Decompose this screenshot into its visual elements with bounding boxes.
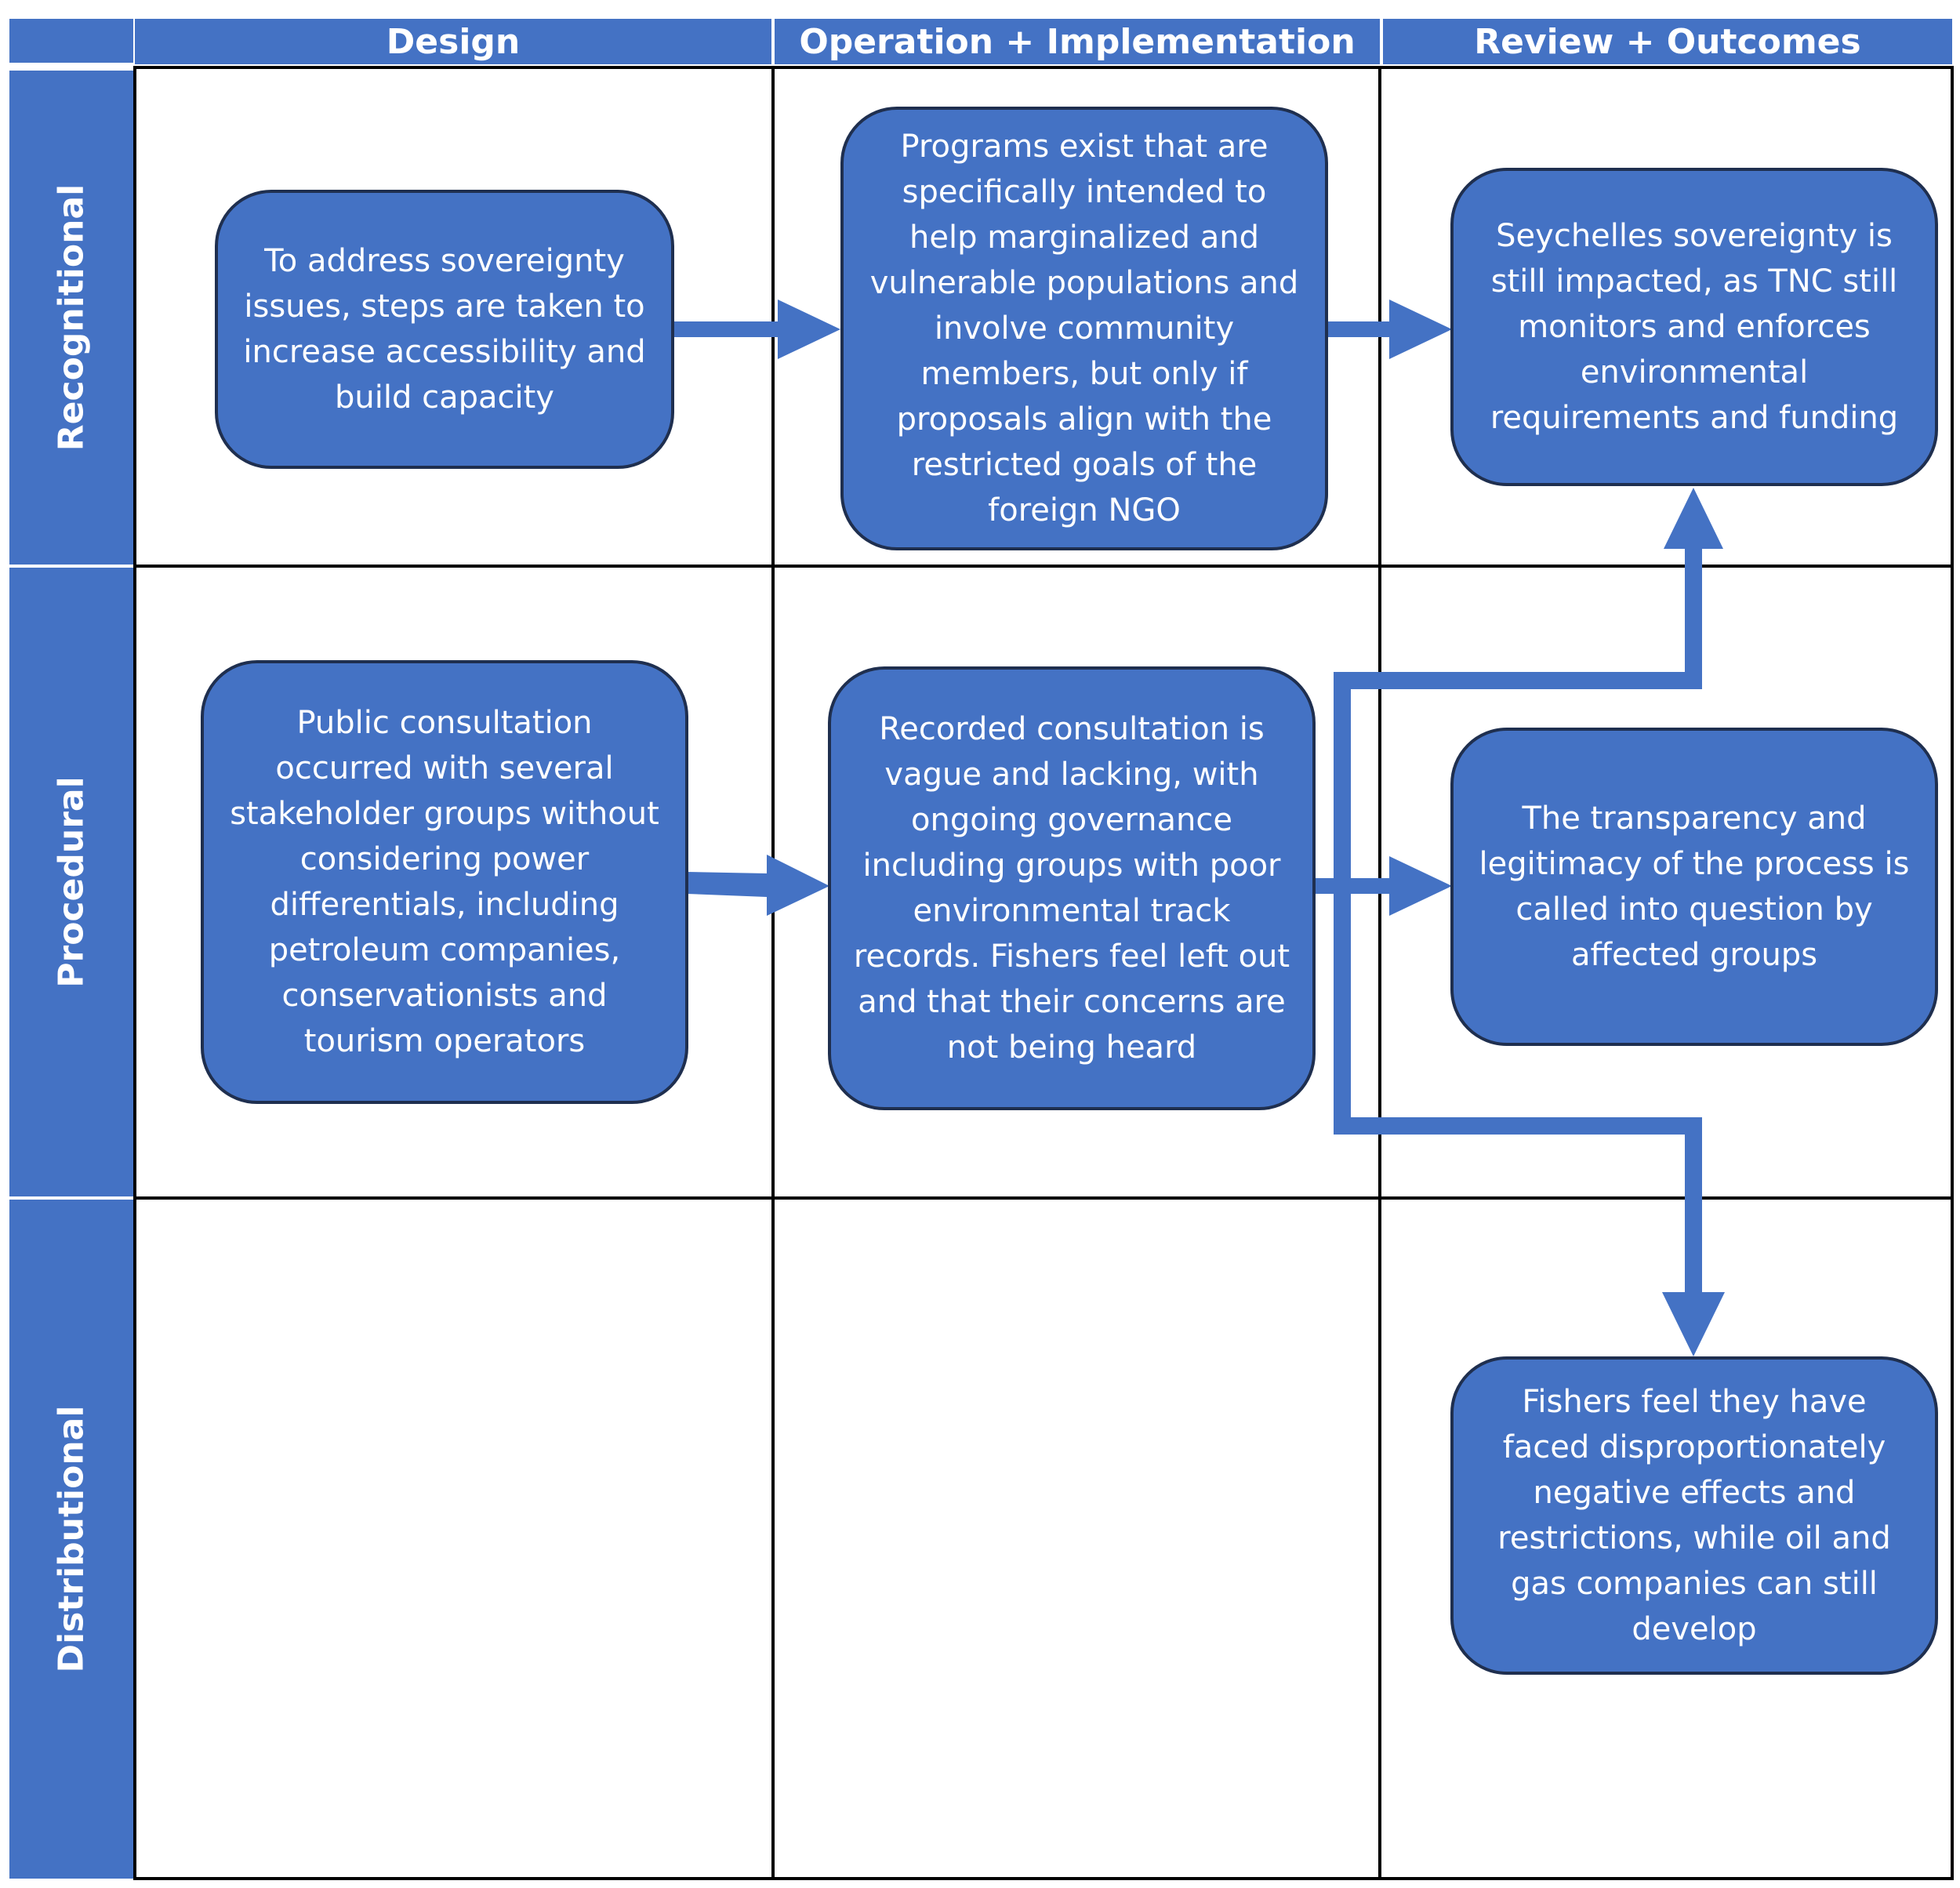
row-header-recognitional: Recognitional — [9, 71, 133, 565]
column-header-operation: Operation + Implementation — [775, 19, 1380, 64]
row-header-distributional: Distributional — [9, 1200, 133, 1879]
arrowhead-down — [1662, 1292, 1725, 1356]
box-recognitional-design: To address sovereignty issues, steps are… — [215, 190, 674, 469]
box-recognitional-operation: Programs exist that are specifically int… — [840, 107, 1328, 550]
connector-down-to-dist-review — [1334, 878, 1702, 1294]
grid-left-line — [133, 66, 136, 1880]
arrow-recog-operation-to-review — [1327, 300, 1452, 359]
row-header-procedural: Procedural — [9, 568, 133, 1196]
arrowhead-up — [1664, 488, 1723, 549]
box-procedural-review: The transparency and legitimacy of the p… — [1450, 728, 1938, 1046]
grid-top-line — [133, 66, 1954, 69]
box-procedural-operation: Recorded consultation is vague and lacki… — [828, 666, 1316, 1110]
box-recognitional-review: Seychelles sovereignty is still impacted… — [1450, 168, 1938, 486]
arrow-recog-design-to-operation — [673, 300, 840, 359]
grid-row-divider-1 — [133, 565, 1954, 568]
corner-cell — [9, 19, 133, 63]
arrow-proc-operation-to-review — [1314, 856, 1452, 916]
column-header-review: Review + Outcomes — [1383, 19, 1952, 64]
grid-right-line — [1951, 66, 1954, 1880]
grid-col-divider-1 — [771, 66, 775, 1880]
arrow-proc-design-to-operation — [687, 855, 829, 916]
box-distributional-review: Fishers feel they have faced disproporti… — [1450, 1356, 1938, 1675]
grid-col-divider-2 — [1378, 66, 1381, 1880]
grid-row-divider-2 — [133, 1196, 1954, 1200]
column-header-design: Design — [135, 19, 771, 64]
box-procedural-design: Public consultation occurred with severa… — [201, 660, 688, 1104]
grid-bottom-line — [133, 1877, 1954, 1880]
